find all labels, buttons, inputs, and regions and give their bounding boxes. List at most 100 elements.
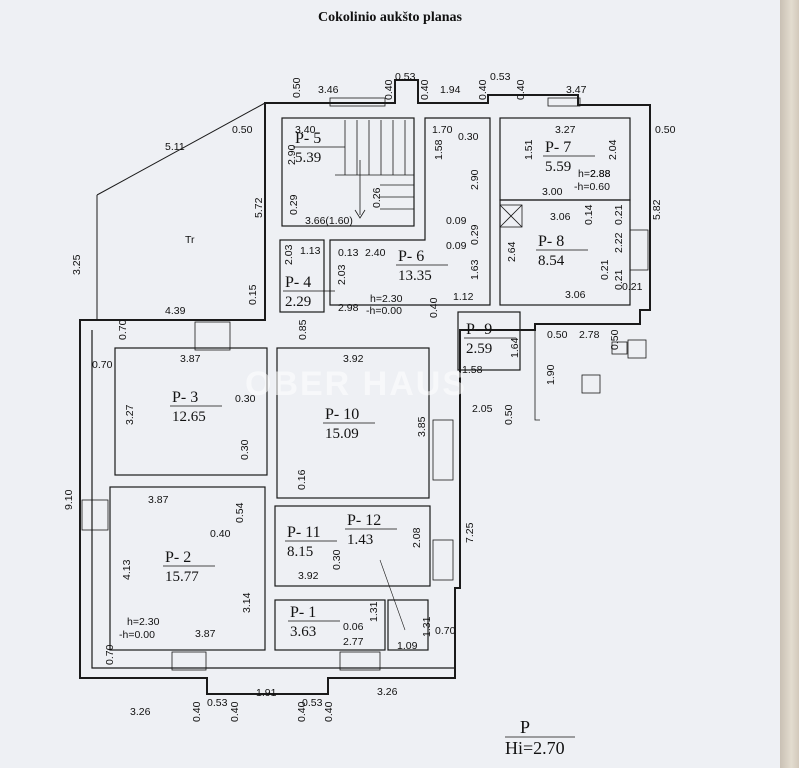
dimension-label-6: 0.40 [477, 79, 489, 100]
dimension-label-56: 0.50 [609, 329, 621, 350]
room-area-7: 5.59 [545, 159, 571, 175]
dimension-label-38: 1.13 [300, 245, 321, 257]
room-name-11: P- 11 [287, 524, 321, 541]
room-area-12: 1.43 [347, 532, 373, 548]
dimension-label-73: 0.54 [234, 502, 246, 523]
dimension-label-5: 1.94 [440, 84, 461, 96]
dimension-label-51: 0.21 [613, 269, 625, 290]
dimension-label-46: 0.15 [247, 284, 259, 305]
room-p11-outline [274, 505, 431, 587]
dimension-label-0: 0.50 [291, 77, 303, 98]
dimension-label-40: 2.40 [365, 247, 386, 259]
room-area-3: 12.65 [172, 409, 206, 425]
leader-line [379, 559, 406, 631]
room-p2-outline [109, 486, 266, 651]
terrace-outline [96, 102, 266, 321]
dimension-label-95: 0.53 [302, 697, 323, 709]
dimension-label-76: 4.13 [121, 559, 133, 580]
dimension-label-84: 3.87 [195, 628, 216, 640]
floor-height-p2: -h=0.00 [119, 629, 155, 641]
room-area-1: 3.63 [290, 624, 316, 640]
dimension-label-17: 3.27 [555, 124, 576, 136]
room-p6-outline [329, 117, 491, 306]
exterior-wall [79, 79, 651, 695]
room-area-6: 13.35 [398, 268, 432, 284]
dimension-label-43: 1.63 [469, 259, 481, 280]
room-p10-outline [276, 347, 430, 499]
dimension-label-3: 0.53 [395, 71, 416, 83]
dimension-label-60: 0.70 [92, 359, 113, 371]
dimension-label-78: 0.30 [331, 549, 343, 570]
dimension-label-2: 0.40 [383, 79, 395, 100]
room-name-4: P- 4 [285, 274, 311, 291]
dimension-label-90: 3.26 [130, 706, 151, 718]
room-name-2: P- 2 [165, 549, 191, 566]
dimension-label-67: 3.85 [416, 416, 428, 437]
dimension-label-72: 0.40 [210, 528, 231, 540]
dimension-label-39: 0.13 [338, 247, 359, 259]
room-name-9: P- 9 [466, 321, 492, 338]
dimension-label-87: 0.70 [104, 644, 116, 665]
dimension-label-7: 0.53 [490, 71, 511, 83]
room-name-12: P- 12 [347, 512, 381, 529]
windows [81, 97, 649, 671]
floor-height-p6: -h=0.00 [366, 305, 402, 317]
dimension-label-37: 2.03 [283, 244, 295, 265]
dimension-label-13: 2.90 [286, 144, 298, 165]
dimension-label-42: 2.64 [506, 241, 518, 262]
dimension-label-63: 3.27 [124, 404, 136, 425]
dimension-label-26: 2.88 [590, 168, 611, 180]
dimension-label-45: 4.39 [165, 305, 186, 317]
dimension-label-18: 1.51 [523, 139, 535, 160]
dimension-label-88: 1.91 [256, 687, 277, 699]
room-p9-outline [457, 311, 521, 371]
dimension-label-91: 0.40 [191, 701, 203, 722]
terrace-label: Tr [185, 234, 195, 246]
dimension-label-61: 1.58 [462, 364, 483, 376]
exterior-wall-inner [91, 330, 455, 669]
dimension-label-65: 2.05 [472, 403, 493, 415]
dimension-label-89: 3.26 [377, 686, 398, 698]
dimension-label-55: 2.78 [579, 329, 600, 341]
room-name-6: P- 6 [398, 248, 424, 265]
dimension-label-92: 0.53 [207, 697, 228, 709]
dimension-label-79: 3.14 [241, 592, 253, 613]
stairs [335, 120, 414, 219]
watermark: OBER HAUS [245, 365, 467, 403]
dimension-label-16: 0.30 [458, 131, 479, 143]
dimension-label-25: 3.00 [542, 186, 563, 198]
dimension-label-35: 0.21 [599, 259, 611, 280]
legend-p: P [520, 717, 530, 737]
dimension-label-14: 1.70 [432, 124, 453, 136]
dimension-label-80: 1.31 [368, 601, 380, 622]
dimension-label-74: 2.08 [411, 527, 423, 548]
paper-edge [780, 0, 799, 768]
dimension-label-71: 3.87 [148, 494, 169, 506]
dimension-label-4: 0.40 [419, 79, 431, 100]
dimension-label-62: 1.90 [545, 364, 557, 385]
dimension-label-54: 0.50 [547, 329, 568, 341]
room-labels: P- 13.63P- 215.77P- 312.65P- 42.29P- 55.… [163, 130, 595, 640]
room-name-8: P- 8 [538, 233, 564, 250]
room-name-10: P- 10 [325, 406, 359, 423]
dimension-label-44: 0.21 [622, 281, 643, 293]
dimension-label-57: 3.87 [180, 353, 201, 365]
dimension-label-30: 0.09 [446, 240, 467, 252]
dimension-label-24: 2.90 [469, 169, 481, 190]
dimension-label-81: 0.06 [343, 621, 364, 633]
dimension-label-28: 3.25 [71, 254, 83, 275]
dimension-label-93: 0.40 [229, 701, 241, 722]
duct-line [534, 330, 540, 421]
room-area-8: 8.54 [538, 253, 565, 269]
room-area-11: 8.15 [287, 544, 313, 560]
dimension-label-85: 2.77 [343, 636, 364, 648]
dimension-label-64: 0.30 [235, 393, 256, 405]
dimension-label-52: 0.70 [117, 319, 129, 340]
dimension-label-47: 2.98 [338, 302, 359, 314]
room-area-4: 2.29 [285, 294, 311, 310]
room-name-7: P- 7 [545, 139, 571, 156]
stair-label: 3.66(1.60) [305, 215, 353, 227]
room-p3-outline [114, 347, 268, 476]
room-area-10: 15.09 [325, 426, 359, 442]
legend-hi: Hi=2.70 [505, 738, 565, 758]
